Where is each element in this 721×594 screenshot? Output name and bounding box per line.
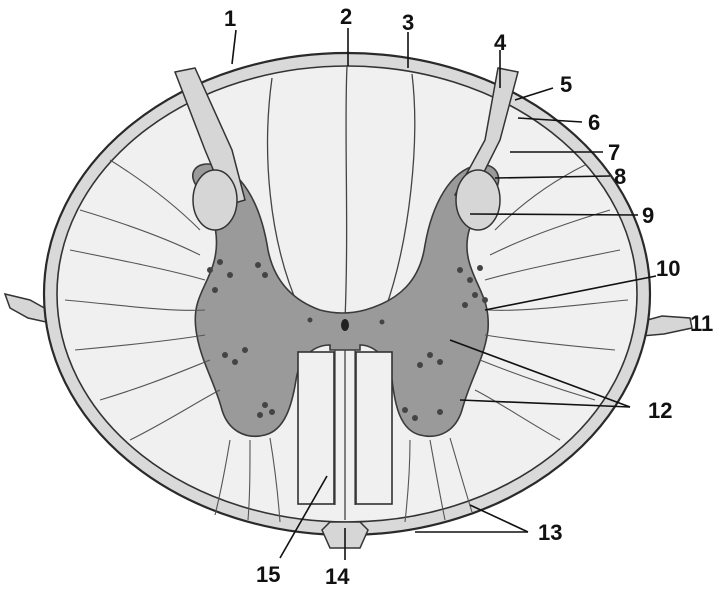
ventral-column-right xyxy=(356,352,392,504)
label-6: 6 xyxy=(588,110,600,135)
label-10: 10 xyxy=(656,256,680,281)
label-11: 11 xyxy=(690,311,713,336)
label-4: 4 xyxy=(494,30,507,55)
label-13: 13 xyxy=(538,520,562,545)
label-9: 9 xyxy=(642,203,654,228)
dorsal-horn-tip-right xyxy=(456,170,500,230)
denticulate-ligament-left xyxy=(5,294,48,322)
white-matter xyxy=(57,66,637,522)
ventral-column-left xyxy=(298,352,334,504)
label-14: 14 xyxy=(325,564,350,589)
label-2: 2 xyxy=(340,4,352,29)
label-5: 5 xyxy=(560,72,572,97)
label-7: 7 xyxy=(608,140,620,165)
label-15: 15 xyxy=(256,562,280,587)
label-3: 3 xyxy=(402,10,414,35)
label-12: 12 xyxy=(648,398,672,423)
central-canal xyxy=(341,319,349,331)
dorsal-horn-tip-left xyxy=(193,170,237,230)
label-1: 1 xyxy=(224,6,236,31)
label-8: 8 xyxy=(614,164,626,189)
